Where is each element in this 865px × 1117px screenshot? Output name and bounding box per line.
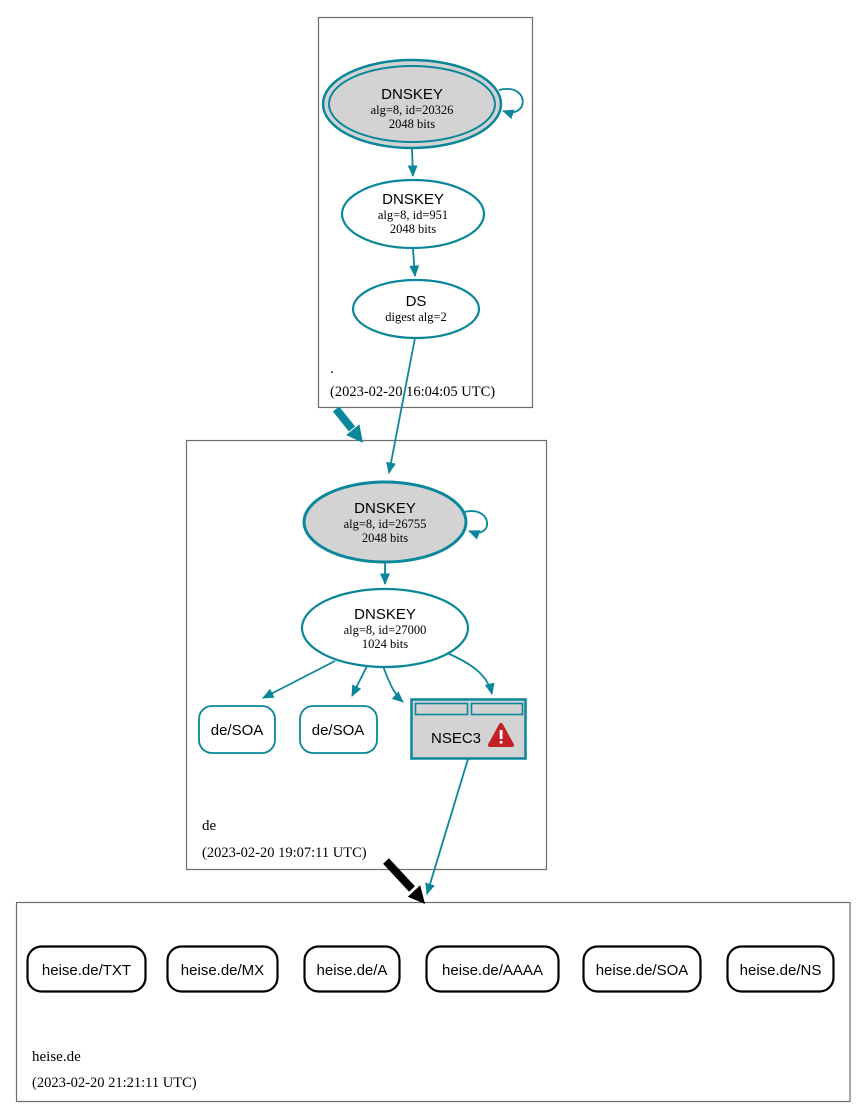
node-alg: alg=8, id=26755: [344, 517, 427, 531]
node-de-nsec3[interactable]: NSEC3: [410, 698, 527, 760]
zone-box-de: [185, 439, 548, 871]
rrset-label: heise.de/TXT: [42, 962, 131, 979]
node-de-dnskey-zsk[interactable]: DNSKEY alg=8, id=27000 1024 bits: [300, 587, 470, 669]
nsec3-cell-right: [470, 702, 524, 716]
warning-icon: [488, 723, 514, 747]
rrset-node-txt[interactable]: heise.de/TXT: [26, 945, 147, 993]
node-title: DNSKEY: [354, 606, 416, 623]
edge-root-zsk-to-ds: [409, 248, 420, 277]
node-title: DNSKEY: [354, 500, 416, 517]
node-bits: 2048 bits: [390, 222, 436, 236]
node-de-soa-1[interactable]: de/SOA: [198, 705, 276, 754]
rrset-label: heise.de/A: [317, 962, 388, 979]
node-alg: alg=8, id=27000: [344, 623, 427, 637]
edge-de-zsk-to-soa2: [351, 663, 369, 697]
zone-box-root: [317, 16, 534, 409]
delegation-arrow-de-to-heise: [383, 858, 425, 904]
delegation-arrow-root-to-de: [332, 406, 363, 443]
zone-timestamp-heise: (2023-02-20 21:21:11 UTC): [32, 1075, 197, 1091]
edge-de-zsk-to-nsec3-left: [382, 665, 404, 703]
zone-timestamp-root: (2023-02-20 16:04:05 UTC): [330, 384, 495, 400]
edge-de-ksk-self-loop: [463, 510, 489, 540]
node-de-soa-2[interactable]: de/SOA: [299, 705, 378, 754]
node-root-dnskey-ksk[interactable]: DNSKEY alg=8, id=20326 2048 bits: [321, 58, 503, 150]
zone-timestamp-de: (2023-02-20 19:07:11 UTC): [202, 845, 367, 861]
edge-ds-to-de-ksk: [386, 337, 416, 474]
rrset-node-soa[interactable]: heise.de/SOA: [582, 945, 702, 993]
node-label: de/SOA: [312, 722, 365, 739]
node-title: DS: [406, 293, 427, 310]
node-alg: alg=8, id=20326: [371, 103, 454, 117]
node-bits: 2048 bits: [389, 117, 435, 131]
rrset-node-a[interactable]: heise.de/A: [303, 945, 401, 993]
rrset-label: heise.de/NS: [740, 962, 822, 979]
zone-label-root: .: [330, 361, 334, 377]
edge-de-zsk-to-nsec3-right: [446, 652, 495, 695]
zone-label-de: de: [202, 818, 217, 834]
edge-nsec3-to-heise: [425, 758, 469, 895]
node-title: DNSKEY: [381, 86, 443, 103]
node-root-ds[interactable]: DS digest alg=2: [351, 278, 481, 340]
rrset-node-ns[interactable]: heise.de/NS: [726, 945, 835, 993]
rrset-label: heise.de/AAAA: [442, 962, 543, 979]
nsec3-cell-left: [414, 702, 469, 716]
node-de-dnskey-ksk[interactable]: DNSKEY alg=8, id=26755 2048 bits: [302, 480, 468, 564]
edge-root-ksk-to-zsk: [407, 147, 418, 177]
node-alg: alg=8, id=951: [378, 208, 448, 222]
zone-box-heise: [15, 901, 851, 1103]
zone-label-heise: heise.de: [32, 1049, 81, 1065]
rrset-label: heise.de/SOA: [596, 962, 689, 979]
rrset-node-aaaa[interactable]: heise.de/AAAA: [425, 945, 560, 993]
node-bits: 1024 bits: [362, 637, 408, 651]
node-root-dnskey-zsk[interactable]: DNSKEY alg=8, id=951 2048 bits: [340, 178, 486, 250]
node-bits: 2048 bits: [362, 531, 408, 545]
node-title: DNSKEY: [382, 191, 444, 208]
node-detail: digest alg=2: [385, 310, 447, 324]
node-label: NSEC3: [431, 730, 481, 747]
node-label: de/SOA: [211, 722, 264, 739]
edge-de-zsk-to-soa1: [262, 660, 336, 699]
rrset-node-mx[interactable]: heise.de/MX: [166, 945, 279, 993]
edge-root-ksk-self-loop: [498, 87, 524, 120]
rrset-label: heise.de/MX: [181, 962, 264, 979]
